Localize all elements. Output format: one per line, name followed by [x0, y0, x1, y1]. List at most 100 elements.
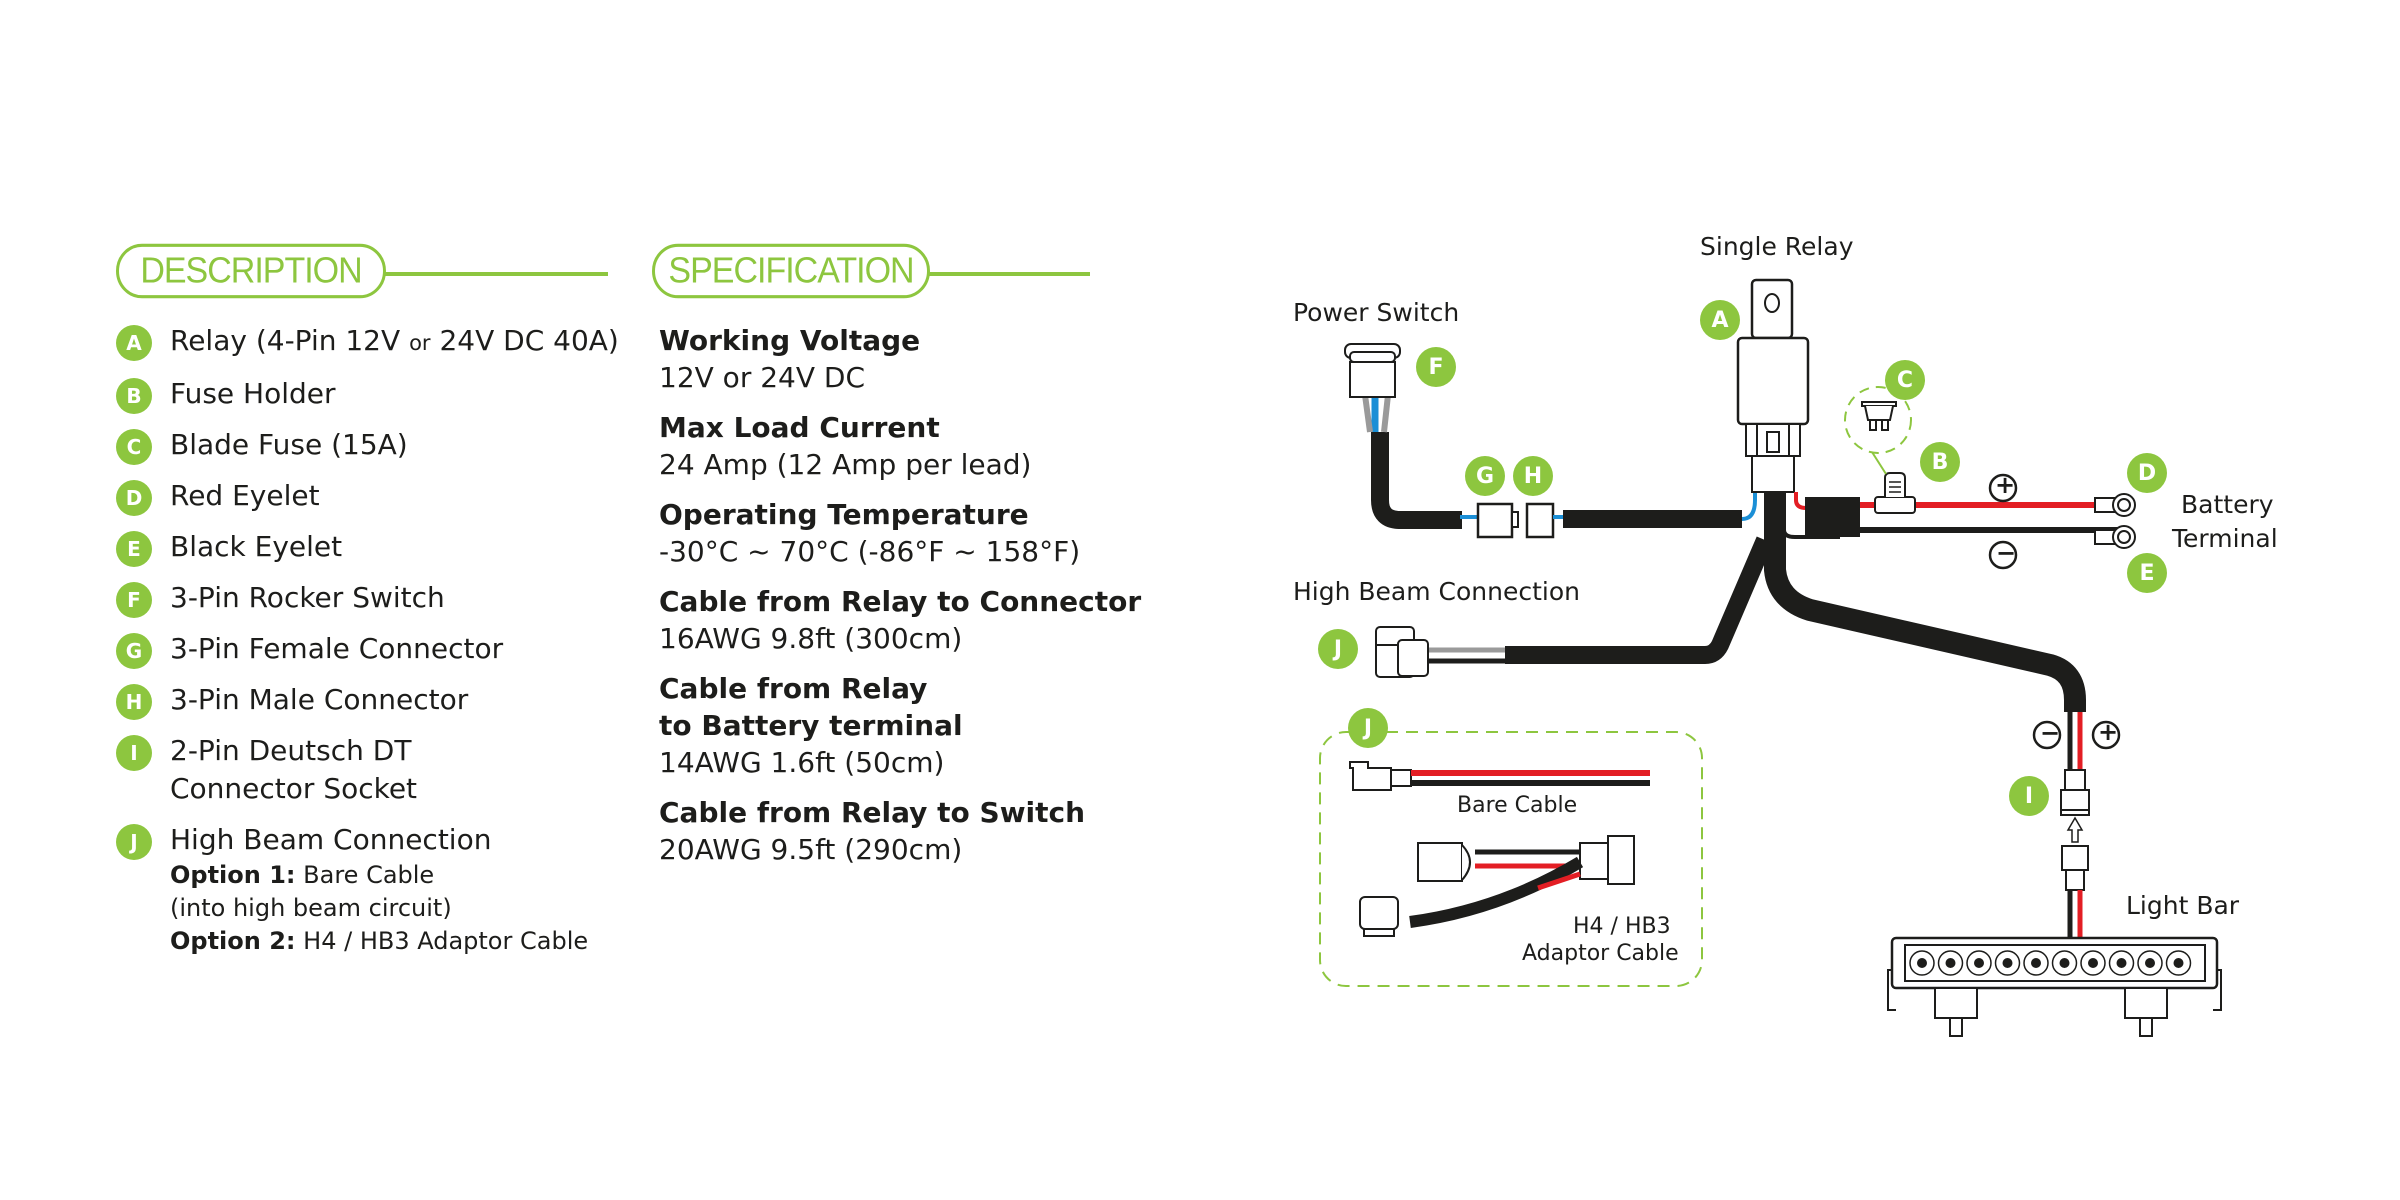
battery-label: Battery [2181, 490, 2274, 519]
item-label: Blade Fuse (15A) [170, 428, 408, 461]
black-eyelet-icon [2094, 525, 2136, 549]
spec-title: Max Load Current [659, 411, 940, 444]
item-label: Black Eyelet [170, 530, 343, 563]
fuse-pointer-line [1871, 451, 1887, 475]
spec-title-line2: to Battery terminal [659, 709, 963, 742]
terminal-label: Terminal [2172, 524, 2278, 553]
blade-fuse-detail-circle [1844, 386, 1912, 454]
item-label: Fuse Holder [170, 377, 336, 410]
negative-symbol-battery [1988, 540, 2018, 570]
callout-c: C [1885, 360, 1925, 400]
battery-black-wire-short [1782, 492, 1840, 539]
badge-c: C [116, 429, 152, 465]
description-item-h: H 3-Pin Male Connector [116, 681, 619, 720]
description-item-j: J High Beam Connection Option 1: Bare Ca… [116, 821, 619, 958]
spec-title: Operating Temperature [659, 498, 1029, 531]
description-rule [384, 272, 608, 276]
negative-sign: − [1996, 539, 2017, 567]
deutsch-connector-socket-icon [2060, 769, 2090, 816]
callout-j-options: J [1348, 708, 1388, 748]
led-lens-core [1974, 958, 1984, 968]
option-2-label: Option 2: [170, 927, 296, 955]
description-item-d: D Red Eyelet [116, 477, 619, 516]
callout-d: D [2127, 453, 2167, 493]
power-switch-label: Power Switch [1293, 298, 1460, 327]
led-lens-core [1945, 958, 1956, 968]
item-label: 2-Pin Deutsch DT [170, 734, 412, 767]
high-beam-cable [1505, 536, 1774, 664]
callout-a: A [1700, 300, 1740, 340]
item-label: 3-Pin Female Connector [170, 632, 504, 665]
callout-f: F [1416, 347, 1456, 387]
blade-fuse-icon [1861, 401, 1897, 431]
led-lens-core [2002, 958, 2013, 968]
spec-value: 20AWG 9.5ft (290cm) [659, 833, 963, 866]
specification-rule [928, 272, 1090, 276]
description-list: A Relay (4-Pin 12V or 24V DC 40A) B Fuse… [116, 322, 619, 971]
spec-max-load-current: Max Load Current 24 Amp (12 Amp per lead… [659, 409, 1141, 483]
negative-symbol-lightbar [2032, 720, 2062, 750]
switch-cable-grey-wires [1362, 394, 1391, 433]
light-bar-label: Light Bar [2126, 891, 2240, 920]
option-1-value: Bare Cable [303, 861, 435, 889]
spec-operating-temperature: Operating Temperature -30°C ~ 70°C (-86°… [659, 496, 1141, 570]
led-lens-core [2173, 958, 2184, 968]
led-lens-core [2088, 958, 2098, 968]
item-label-rest: 24V DC 40A) [439, 324, 619, 357]
led-lens-core [2145, 958, 2155, 968]
badge-a: A [116, 325, 152, 361]
spec-value: 16AWG 9.8ft (300cm) [659, 622, 963, 655]
badge-e: E [116, 531, 152, 567]
red-eyelet-icon [2094, 493, 2136, 517]
callout-g: G [1465, 456, 1505, 496]
item-label: Red Eyelet [170, 479, 320, 512]
adaptor-label-line1: H4 / HB3 [1573, 914, 1671, 939]
description-heading: DESCRIPTION [116, 243, 386, 299]
light-bar-cable [1764, 490, 2086, 712]
fuse-holder-icon [1874, 472, 1916, 514]
led-lens-core [1917, 958, 1927, 968]
callout-h: H [1513, 456, 1553, 496]
badge-j: J [116, 824, 152, 860]
positive-symbol-lightbar [2091, 720, 2121, 750]
high-beam-options-box [1319, 731, 1703, 987]
single-relay-label: Single Relay [1700, 232, 1854, 261]
spec-value: 12V or 24V DC [659, 361, 866, 394]
led-lens-core [2116, 958, 2127, 968]
light-bar-icon [1887, 936, 2222, 1037]
description-item-b: B Fuse Holder [116, 375, 619, 414]
negative-sign-lightbar: − [2040, 719, 2061, 747]
spec-title: Working Voltage [659, 324, 921, 357]
spec-working-voltage: Working Voltage 12V or 24V DC [659, 322, 1141, 396]
connect-arrow-icon [2066, 816, 2084, 843]
spec-relay-to-switch: Cable from Relay to Switch 20AWG 9.5ft (… [659, 794, 1141, 868]
callout-i: I [2009, 776, 2049, 816]
rocker-switch-icon [1344, 343, 1401, 398]
bare-cable-connector-icon [1349, 761, 1412, 791]
spec-title: Cable from Relay to Switch [659, 796, 1086, 829]
relay-icon [1736, 278, 1810, 493]
specification-heading: SPECIFICATION [652, 243, 930, 299]
badge-b: B [116, 378, 152, 414]
bare-cable-label: Bare Cable [1457, 793, 1578, 818]
option-1-label: Option 1: [170, 861, 296, 889]
callout-b: B [1920, 442, 1960, 482]
option-1: Option 1: Bare Cable [170, 859, 619, 892]
description-item-c: C Blade Fuse (15A) [116, 426, 619, 465]
item-label: 3-Pin Male Connector [170, 683, 469, 716]
item-label: High Beam Connection [170, 823, 492, 856]
badge-d: D [116, 480, 152, 516]
badge-h: H [116, 684, 152, 720]
spec-title: Cable from Relay [659, 672, 928, 705]
item-label: 3-Pin Rocker Switch [170, 581, 445, 614]
badge-g: G [116, 633, 152, 669]
item-label: Relay (4-Pin 12V [170, 324, 401, 357]
callout-j: J [1318, 629, 1358, 669]
badge-f: F [116, 582, 152, 618]
spec-title: Cable from Relay to Connector [659, 585, 1142, 618]
option-2: Option 2: H4 / HB3 Adaptor Cable [170, 925, 619, 958]
description-item-e: E Black Eyelet [116, 528, 619, 567]
callout-e: E [2127, 553, 2167, 593]
female-connector-g-icon [1476, 502, 1514, 539]
spec-value: -30°C ~ 70°C (-86°F ~ 158°F) [659, 535, 1081, 568]
